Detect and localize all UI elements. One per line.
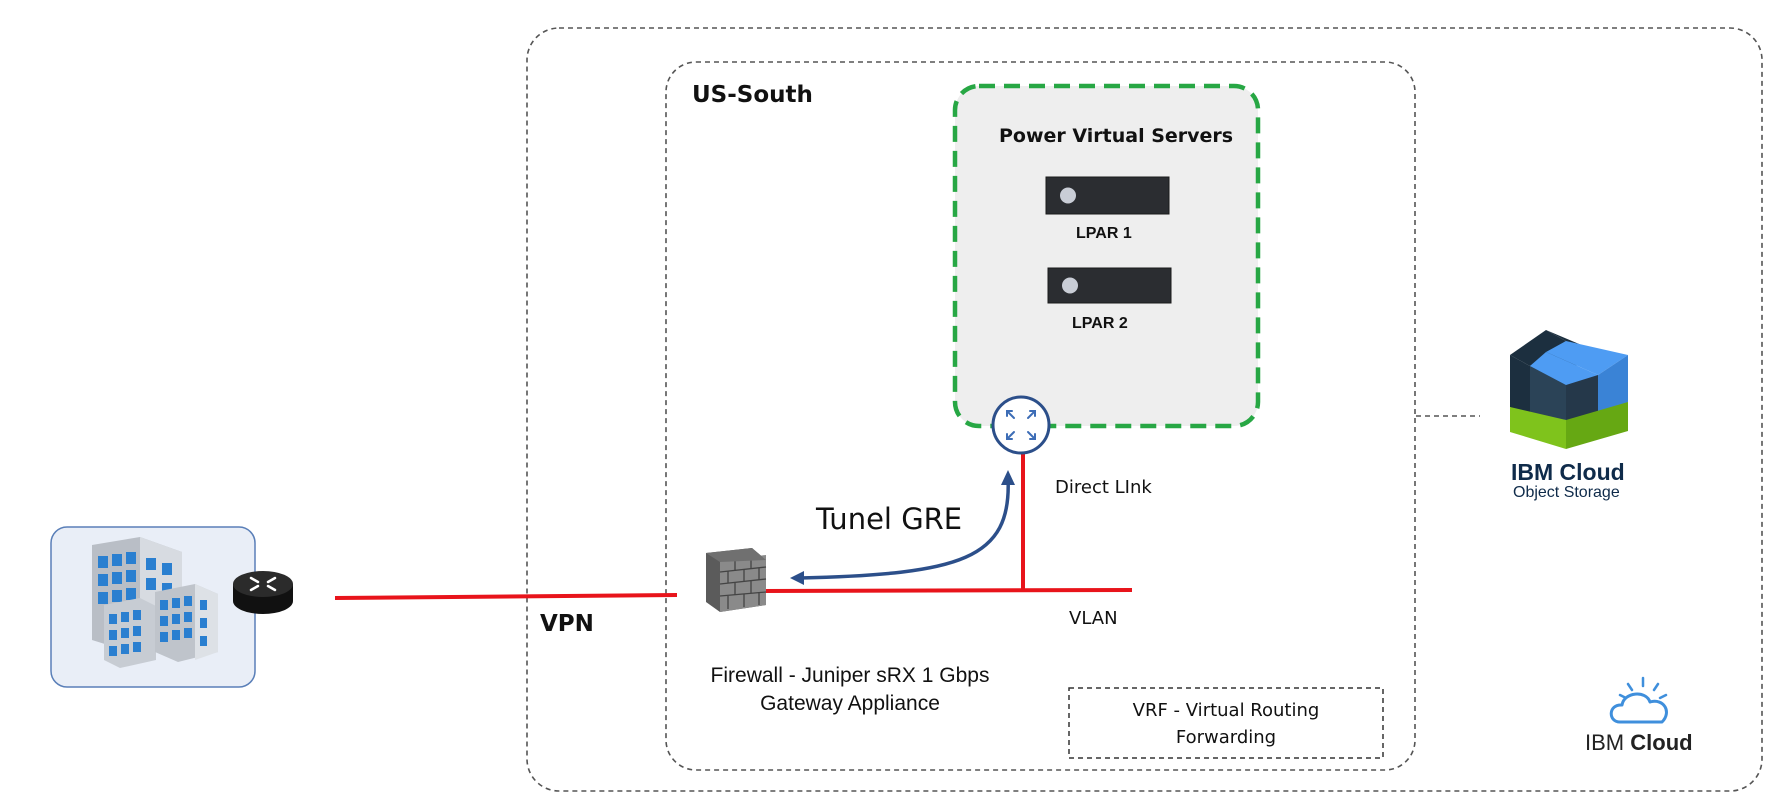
vlan-label: VLAN (1069, 608, 1118, 629)
cos-brand-label: IBM Cloud (1511, 459, 1625, 485)
lpar-2-server-icon (1047, 267, 1172, 304)
vrf-box (1068, 687, 1384, 759)
cos-product-label: Object Storage (1513, 484, 1620, 501)
ibm-cloud-logo-icon (1609, 676, 1668, 724)
lpar-1-server-icon (1045, 176, 1170, 215)
firewall-label-line-2: Gateway Appliance (760, 692, 940, 715)
vrf-label: VRF - Virtual Routing Forwarding (1069, 697, 1383, 751)
direct-link-label: Direct LInk (1055, 477, 1152, 498)
vpn-label: VPN (540, 611, 594, 637)
direct-link-router-icon (991, 395, 1051, 455)
ibm-cloud-logo-suffix: Cloud (1630, 730, 1693, 755)
lpar-2-label: LPAR 2 (1072, 315, 1128, 332)
ibm-cloud-boundary (526, 27, 1763, 792)
buildings-icon (92, 537, 218, 668)
firewall-icon (706, 548, 767, 612)
region-label: US-South (692, 82, 813, 108)
firewall-label: Firewall - Juniper sRX 1 Gbps Gateway Ap… (680, 662, 1020, 718)
pvs-title: Power Virtual Servers (999, 125, 1234, 147)
object-storage-cube-icon (1510, 330, 1628, 449)
power-virtual-servers-box (952, 83, 1261, 429)
vrf-label-line-2: Forwarding (1175, 727, 1277, 748)
vlan-line (759, 588, 1133, 593)
ibm-cloud-logo-prefix: IBM (1585, 730, 1625, 755)
ibm-cloud-logo-text: IBM Cloud (1585, 730, 1693, 756)
lpar-1-label: LPAR 1 (1076, 225, 1132, 242)
tunnel-gre-label: Tunel GRE (816, 502, 963, 536)
vpn-line (334, 593, 678, 600)
on-premises-router-icon (233, 571, 293, 614)
firewall-label-line-1: Firewall - Juniper sRX 1 Gbps (710, 664, 990, 687)
vrf-label-line-1: VRF - Virtual Routing (1132, 700, 1320, 721)
us-south-region-boundary (665, 61, 1416, 771)
gre-tunnel-arrow (790, 470, 1015, 585)
